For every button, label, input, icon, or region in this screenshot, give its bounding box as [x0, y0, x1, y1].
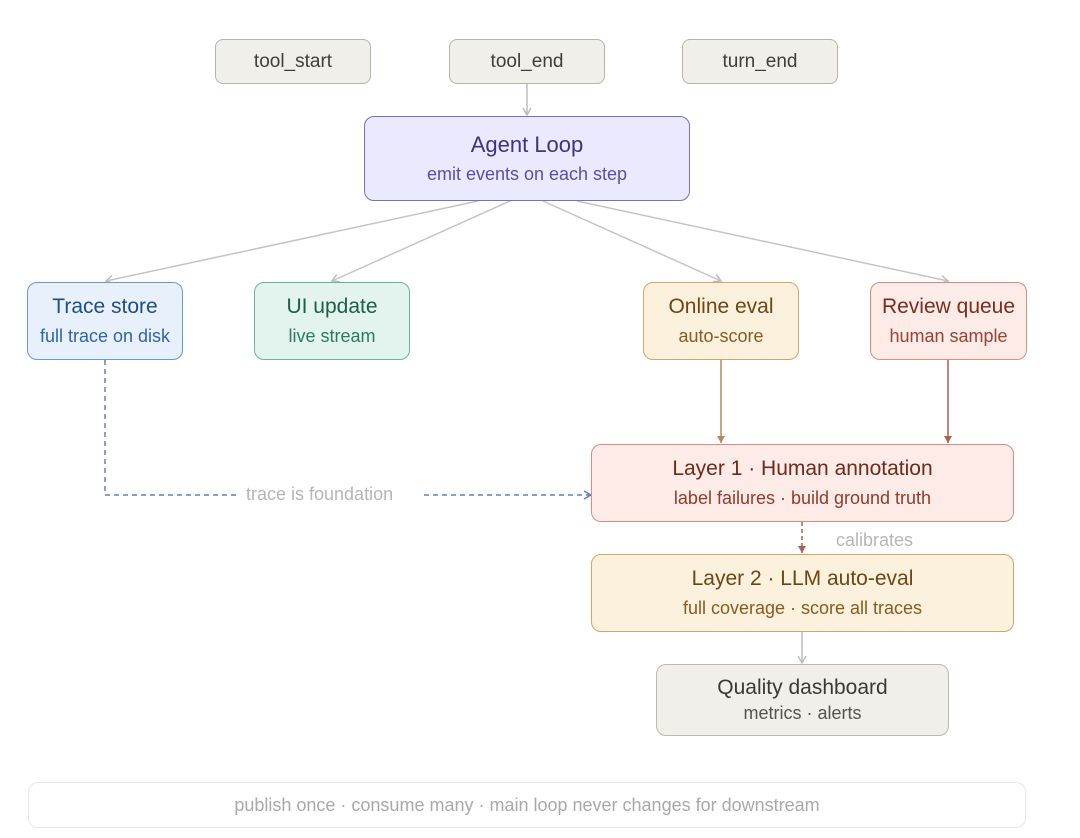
layer2-title: Layer 2 · LLM auto-eval: [691, 567, 914, 590]
arrow-agent-loop-to-online-eval: [542, 200, 723, 283]
layer1-title: Layer 1 · Human annotation: [672, 457, 933, 480]
trace-store-node: Trace store full trace on disk: [27, 282, 183, 360]
ui-update-node: UI update live stream: [254, 282, 410, 360]
review-queue-node: Review queue human sample: [870, 282, 1027, 360]
ui-update-title: UI update: [286, 295, 378, 318]
quality-dashboard-node: Quality dashboard metrics · alerts: [656, 664, 949, 736]
trace-store-subtitle: full trace on disk: [39, 326, 171, 346]
edge-label-trace-foundation: trace is foundation: [246, 484, 394, 504]
review-queue-title: Review queue: [881, 295, 1016, 318]
ui-update-subtitle: live stream: [288, 326, 376, 346]
layer2-subtitle: full coverage · score all traces: [682, 598, 923, 618]
online-eval-node: Online eval auto-score: [643, 282, 799, 360]
agent-loop-title: Agent Loop: [470, 131, 584, 157]
event-turn-end: turn_end: [682, 39, 838, 84]
trace-store-title: Trace store: [52, 295, 158, 318]
layer1-subtitle: label failures · build ground truth: [673, 488, 932, 508]
online-eval-title: Online eval: [668, 295, 774, 318]
arrow-agent-loop-to-review-queue: [576, 200, 950, 285]
quality-dashboard-title: Quality dashboard: [717, 676, 888, 699]
footer-caption: publish once · consume many · main loop …: [28, 782, 1026, 828]
layer2-node: Layer 2 · LLM auto-eval full coverage · …: [591, 554, 1014, 632]
layer1-node: Layer 1 · Human annotation label failure…: [591, 444, 1014, 522]
review-queue-subtitle: human sample: [889, 326, 1008, 346]
agent-loop-subtitle: emit events on each step: [426, 163, 628, 184]
event-tool-end: tool_end: [449, 39, 605, 84]
arrow-agent-loop-to-trace-store: [104, 200, 479, 285]
agent-loop-node: Agent Loop emit events on each step: [364, 116, 690, 201]
arrow-agent-loop-to-ui-update: [330, 200, 511, 283]
arrow-trace-store-to-layer1: [104, 360, 240, 496]
quality-dashboard-subtitle: metrics · alerts: [743, 703, 862, 723]
edge-label-calibrates: calibrates: [836, 530, 914, 550]
online-eval-subtitle: auto-score: [678, 326, 764, 346]
event-tool-start: tool_start: [215, 39, 371, 84]
